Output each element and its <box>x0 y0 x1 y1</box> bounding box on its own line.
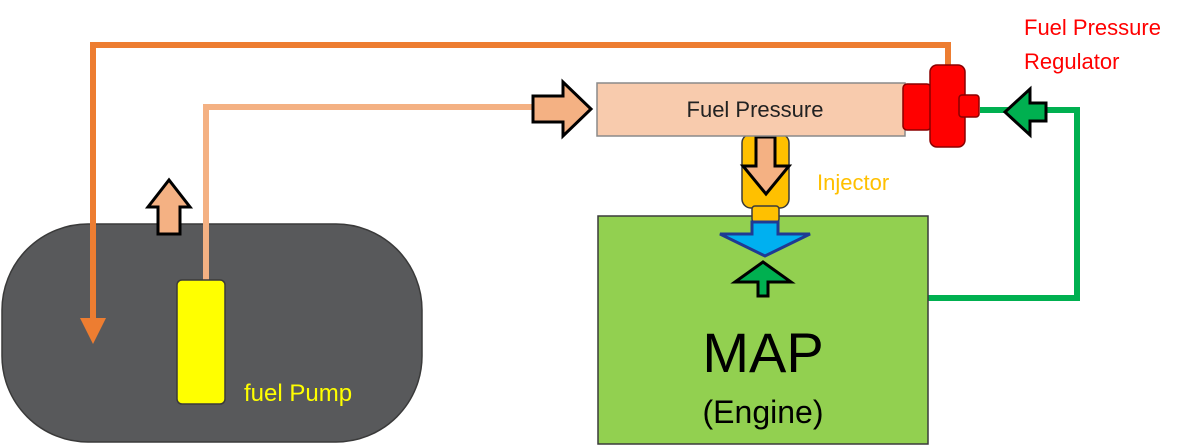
map-label: MAP <box>702 321 823 384</box>
pump-flow-arrow <box>144 177 194 236</box>
injector-flow-arrow <box>739 135 793 197</box>
regulator-label-line1: Fuel Pressure <box>1024 15 1161 40</box>
spray-arrow <box>719 220 811 258</box>
fuel-rail <box>596 82 906 137</box>
regulator-label-line2: Regulator <box>1024 49 1119 74</box>
regulator-body <box>902 83 932 131</box>
fuel-pump <box>176 279 226 405</box>
return-arrowhead <box>80 318 106 344</box>
rail-inlet-arrow <box>531 78 594 140</box>
supply-line <box>203 104 532 280</box>
vacuum-arrow <box>1002 85 1048 139</box>
injector-nozzle <box>751 205 780 223</box>
engine-label: (Engine) <box>703 394 824 430</box>
manifold-pressure-arrow <box>730 260 796 298</box>
return-line <box>90 42 951 322</box>
injector-label: Injector <box>817 170 889 195</box>
regulator-port <box>958 94 980 118</box>
fuel-pump-label: fuel Pump <box>244 380 352 407</box>
fuel-pressure-label: Fuel Pressure <box>687 97 824 122</box>
